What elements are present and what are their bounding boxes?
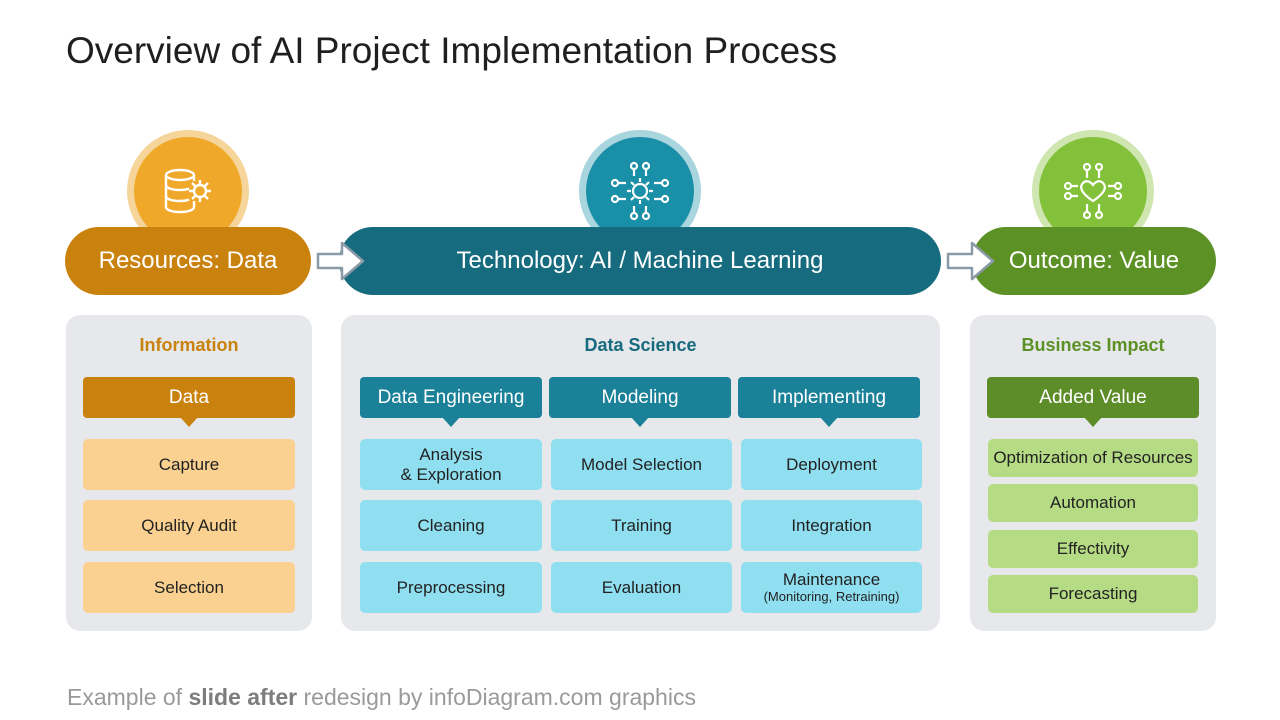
implementing-header: Implementing [738,377,920,427]
modeling-header: Modeling [549,377,731,427]
list-item: Integration [741,500,922,551]
list-item: Maintenance (Monitoring, Retraining) [741,562,922,613]
list-item: Evaluation [551,562,732,613]
right-arrow-icon [946,241,995,281]
resources-circle [127,130,249,252]
resources-pill: Resources: Data [65,227,311,295]
list-item: Model Selection [551,439,732,490]
list-item: Quality Audit [83,500,295,551]
circuit-heart-icon [1063,162,1123,220]
technology-pill: Technology: AI / Machine Learning [339,227,941,295]
page-title: Overview of AI Project Implementation Pr… [66,30,838,71]
data-engineering-header: Data Engineering [360,377,542,427]
data-header-label: Data [168,386,210,408]
maintenance-detail: (Monitoring, Retraining) [763,588,900,604]
list-item: Forecasting [988,575,1198,613]
database-gear-icon [164,168,211,214]
added-value-header: Added Value [987,377,1199,427]
list-item: Capture [83,439,295,490]
list-item: Cleaning [360,500,542,551]
list-item: Automation [988,484,1198,522]
list-item: Analysis & Exploration [360,439,542,490]
data-science-title: Data Science [584,335,697,355]
information-title: Information [139,335,239,355]
list-item: Optimization of Resources [988,439,1198,477]
right-arrow-icon [316,241,365,281]
list-item: Training [551,500,732,551]
business-impact-title: Business Impact [1021,335,1165,355]
list-item: Selection [83,562,295,613]
list-item: Effectivity [988,530,1198,568]
data-header: Data [83,377,295,427]
resources-label: Resources: Data [98,247,278,274]
technology-label: Technology: AI / Machine Learning [456,247,824,274]
list-item: Deployment [741,439,922,490]
outcome-label: Outcome: Value [1008,247,1180,274]
list-item: Preprocessing [360,562,542,613]
circuit-gear-icon [610,161,670,221]
outcome-pill: Outcome: Value [972,227,1216,295]
footer-caption: Example of slide after redesign by infoD… [67,684,696,710]
